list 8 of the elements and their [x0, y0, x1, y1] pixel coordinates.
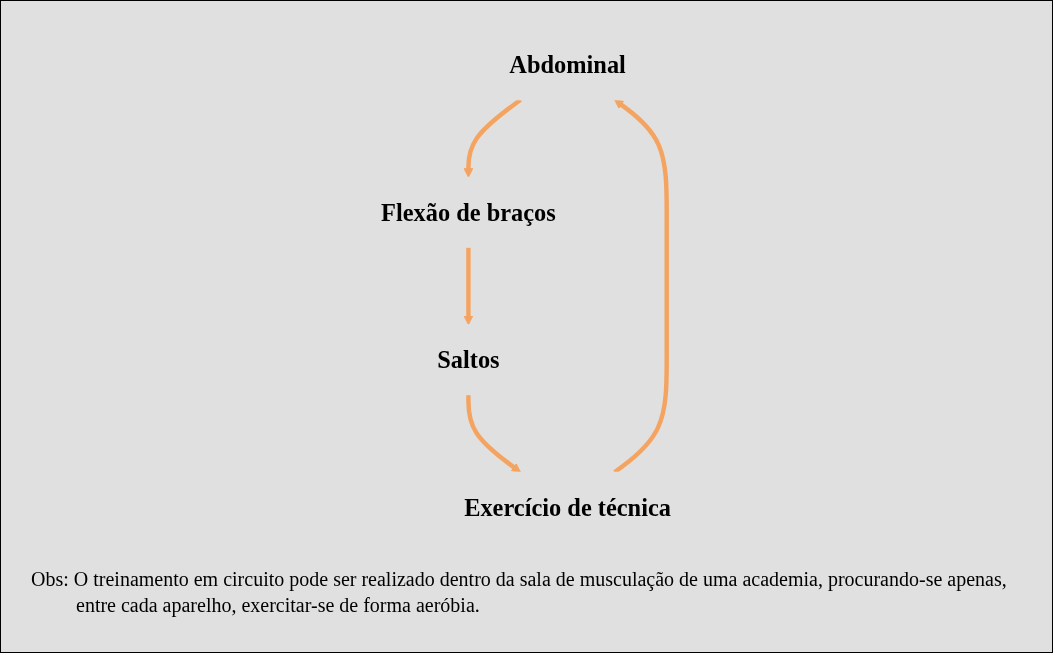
node-text: Flexão de braços — [381, 198, 556, 227]
note-text: Obs: O treinamento em circuito pode ser realizado dentro da sala de musculação de uma academia, procurando-se apenas, entre cada aparelho, exercitar-se de forma aeróbia. — [31, 567, 1008, 618]
arrow — [463, 247, 474, 326]
node-text: Saltos — [437, 345, 500, 374]
arrow — [466, 394, 522, 473]
circuit-diagram: Abdominal Flexão de braços Saltos Exercício de técnica — [21, 21, 1031, 551]
node-text: Exercício de técnica — [464, 493, 671, 522]
node-text: Abdominal — [509, 50, 626, 79]
